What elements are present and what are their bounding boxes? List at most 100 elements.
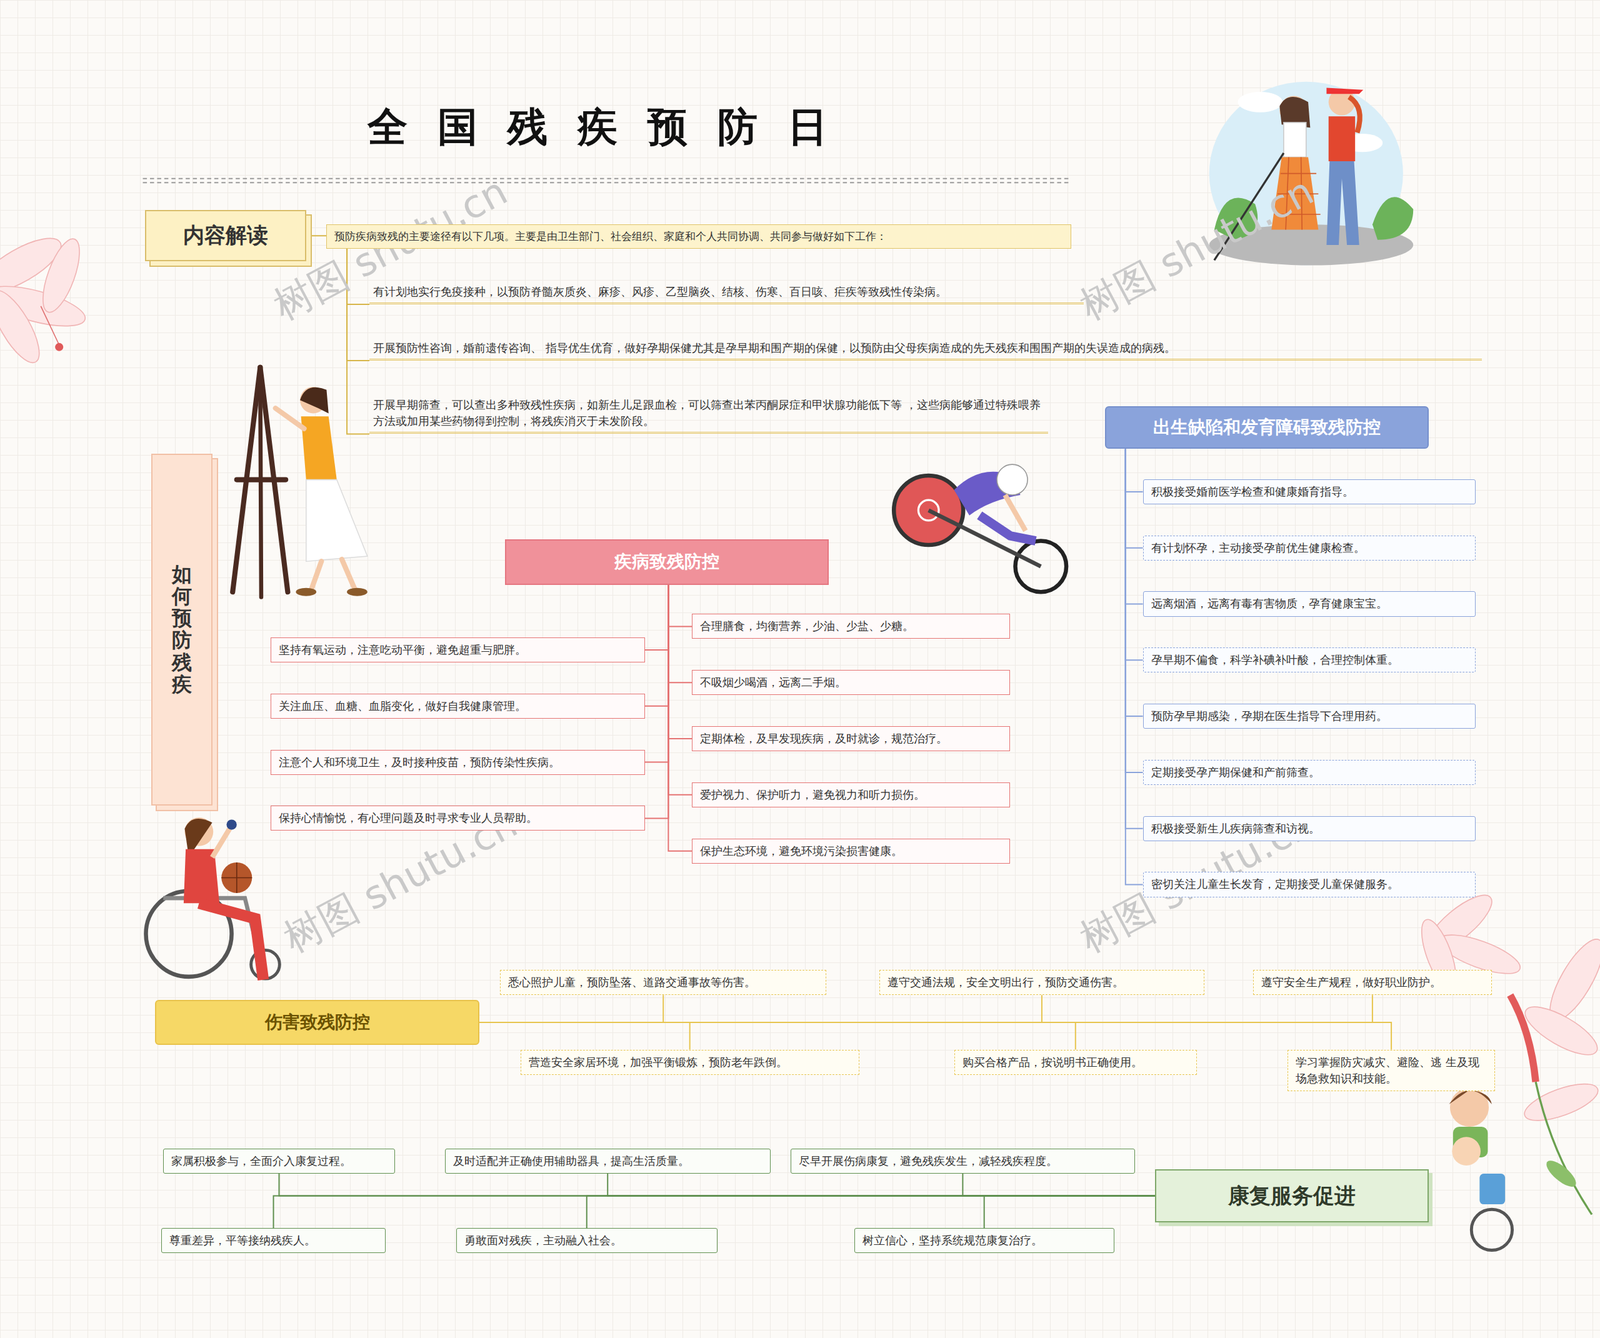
node-text: 尊重差异，平等接纳残疾人。: [169, 1232, 378, 1249]
connector: [1125, 448, 1144, 829]
item-box: 密切关注儿童生长发育，定期接受儿童保健服务。: [1143, 871, 1476, 897]
node-text: 康复服务促进: [1162, 1180, 1422, 1212]
lily-left: [0, 228, 89, 369]
item-box: 保持心情愉悦，有心理问题及时寻求专业人员帮助。: [270, 805, 645, 831]
item-box: 有计划怀孕，主动接受孕前优生健康检查。: [1143, 535, 1476, 561]
node-text: 定期接受孕产期保健和产前筛查。: [1151, 764, 1468, 781]
item-box: 远离烟酒，远离有毒有害物质，孕育健康宝宝。: [1143, 591, 1476, 617]
item-box: 勇敢面对残疾，主动融入社会。: [456, 1228, 718, 1254]
connector: [668, 585, 692, 627]
item-box: 预防孕早期感染，孕期在医生指导下合理用药。: [1143, 703, 1476, 729]
connector: [279, 1173, 1156, 1196]
connector: [306, 235, 327, 237]
node-text: 树立信心，坚持系统规范康复治疗。: [862, 1232, 1107, 1249]
node-text: 预防孕早期感染，孕期在医生指导下合理用药。: [1151, 708, 1468, 725]
node-text: 爱护视力、保护听力，避免视力和听力损伤。: [700, 786, 1002, 804]
item-box: 积极接受新生儿疾病筛查和访视。: [1143, 816, 1476, 842]
node-text: 伤害致残防控: [162, 1010, 472, 1036]
node-text: 遵守安全生产规程，做好职业防护。: [1261, 974, 1484, 991]
connector: [273, 1195, 1156, 1229]
node-text: 及时适配并正确使用辅助器具，提高生活质量。: [453, 1153, 763, 1170]
connector: [984, 1195, 1155, 1229]
connector: [586, 1195, 1155, 1229]
node-text: 预防疾病致残的主要途径有以下几项。主要是由卫生部门、社会组织、家庭和个人共同协调…: [334, 228, 1064, 245]
connector: [1125, 448, 1144, 492]
connector: [479, 1022, 1392, 1050]
item-box: 孕早期不偏食，科学补碘补叶酸，合理控制体重。: [1143, 647, 1476, 673]
item-box: 学习掌握防灾减灾、避险、逃 生及现场急救知识和技能。: [1287, 1050, 1495, 1092]
item-box: 树立信心，坚持系统规范康复治疗。: [854, 1228, 1115, 1254]
connector: [607, 1173, 1155, 1196]
item-box: 合理膳食，均衡营养，少油、少盐、少糖。: [691, 613, 1010, 639]
item-box: 注意个人和环境卫生，及时接种疫苗，预防传染性疾病。: [270, 750, 645, 775]
node-text: 不吸烟少喝酒，远离二手烟。: [700, 674, 1002, 691]
connector: [962, 1173, 1155, 1196]
connector: [645, 585, 669, 707]
item-box: 爱护视力、保护听力，避免视力和听力损伤。: [691, 782, 1010, 808]
connector: [479, 1022, 690, 1050]
item-box: 定期体检，及早发现疾病，及时就诊，规范治疗。: [691, 726, 1010, 752]
node-text: 积极接受新生儿疾病筛查和访视。: [1151, 820, 1468, 837]
connector: [668, 585, 692, 739]
connector: [668, 585, 692, 795]
connector: [479, 995, 1042, 1023]
item-box: 坚持有氧运动，注意吃动平衡，避免超重与肥胖。: [270, 637, 645, 663]
node-text: 定期体检，及早发现疾病，及时就诊，规范治疗。: [700, 730, 1002, 747]
connector: [1125, 448, 1144, 717]
branch-header: 疾病致残防控: [505, 539, 829, 585]
node-text: 出生缺陷和发育障碍致残防控: [1112, 415, 1422, 441]
page-title: 全国残疾预防日: [367, 100, 858, 155]
item-box: 遵守交通法规，安全文明出行，预防交通伤害。: [879, 970, 1204, 995]
title-rule: [143, 178, 1072, 184]
connector: [1125, 448, 1144, 660]
item-box: 不吸烟少喝酒，远离二手烟。: [691, 670, 1010, 695]
connector: [668, 585, 692, 852]
node-text: 营造安全家居环境，加强平衡锻炼，预防老年跌倒。: [528, 1054, 852, 1071]
node-text: 注意个人和环境卫生，及时接种疫苗，预防传染性疾病。: [278, 754, 637, 771]
vertical-band: 如何预防残疾: [151, 453, 213, 806]
node-text: 密切关注儿童生长发育，定期接受儿童保健服务。: [1151, 876, 1468, 893]
connector: [479, 995, 664, 1023]
node-text: 学习掌握防灾减灾、避险、逃 生及现场急救知识和技能。: [1295, 1054, 1487, 1087]
connector: [1125, 448, 1144, 604]
item-box: 保护生态环境，避免环境污染损害健康。: [691, 838, 1010, 864]
wheelchair-basketball-player: [145, 817, 280, 980]
item-box: 关注血压、血糖、血脂变化，做好自我健康管理。: [270, 693, 645, 719]
connector: [645, 585, 669, 650]
connector: [479, 1022, 1075, 1050]
branch-header: 伤害致残防控: [155, 1000, 480, 1046]
node-text: 积极接受婚前医学检查和健康婚育指导。: [1151, 483, 1468, 500]
item-box: 尽早开展伤病康复，避免残疾发生，减轻残疾程度。: [790, 1148, 1135, 1174]
intro-box: 预防疾病致残的主要途径有以下几项。主要是由卫生部门、社会组织、家庭和个人共同协调…: [326, 224, 1072, 249]
node-text: 合理膳食，均衡营养，少油、少盐、少糖。: [700, 618, 1002, 635]
node-text: 保护生态环境，避免环境污染损害健康。: [700, 843, 1002, 860]
node-text: 悉心照护儿童，预防坠落、道路交通事故等伤害。: [508, 974, 819, 991]
node-text: 保持心情愉悦，有心理问题及时寻求专业人员帮助。: [278, 810, 637, 827]
connector: [645, 585, 669, 763]
item-box: 积极接受婚前医学检查和健康婚育指导。: [1143, 479, 1476, 505]
node-text: 开展预防性咨询，婚前遗传咨询、 指导优生优育，做好孕期保健尤其是孕早期和围产期的…: [373, 340, 1479, 357]
node-text: 内容解读: [152, 220, 299, 251]
connector: [1125, 448, 1144, 885]
section-tag: 内容解读: [145, 210, 307, 261]
item-box: 悉心照护儿童，预防坠落、道路交通事故等伤害。: [500, 970, 827, 995]
item-box: 营造安全家居环境，加强平衡锻炼，预防老年跌倒。: [520, 1050, 860, 1075]
item-box: 购买合格产品，按说明书正确使用。: [954, 1050, 1198, 1075]
node-text: 家属积极参与，全面介入康复过程。: [171, 1153, 387, 1170]
underlined-item: 有计划地实行免疫接种，以预防脊髓灰质炎、麻疹、风疹、乙型脑炎、结核、伤寒、百日咳…: [369, 281, 1084, 305]
node-text: 疾病致残防控: [512, 549, 822, 575]
item-box: 尊重差异，平等接纳残疾人。: [161, 1228, 386, 1254]
underlined-item: 开展早期筛查，可以查出多种致残性疾病，如新生儿足跟血检，可以筛查出苯丙酮尿症和甲…: [369, 394, 1049, 434]
connector: [1125, 448, 1144, 773]
node-text: 坚持有氧运动，注意吃动平衡，避免超重与肥胖。: [278, 641, 637, 659]
item-box: 家属积极参与，全面介入康复过程。: [163, 1148, 395, 1174]
node-text: 有计划地实行免疫接种，以预防脊髓灰质炎、麻疹、风疹、乙型脑炎、结核、伤寒、百日咳…: [373, 283, 1080, 300]
mother-and-child: [1448, 1088, 1512, 1251]
branch-header: 康复服务促进: [1155, 1169, 1429, 1223]
connector: [645, 585, 669, 819]
connector: [668, 585, 692, 683]
node-text: 勇敢面对残疾，主动融入社会。: [464, 1232, 710, 1249]
connector: [1125, 448, 1144, 548]
node-text: 有计划怀孕，主动接受孕前优生健康检查。: [1151, 540, 1468, 557]
underlined-item: 开展预防性咨询，婚前遗传咨询、 指导优生优育，做好孕期保健尤其是孕早期和围产期的…: [369, 337, 1482, 361]
